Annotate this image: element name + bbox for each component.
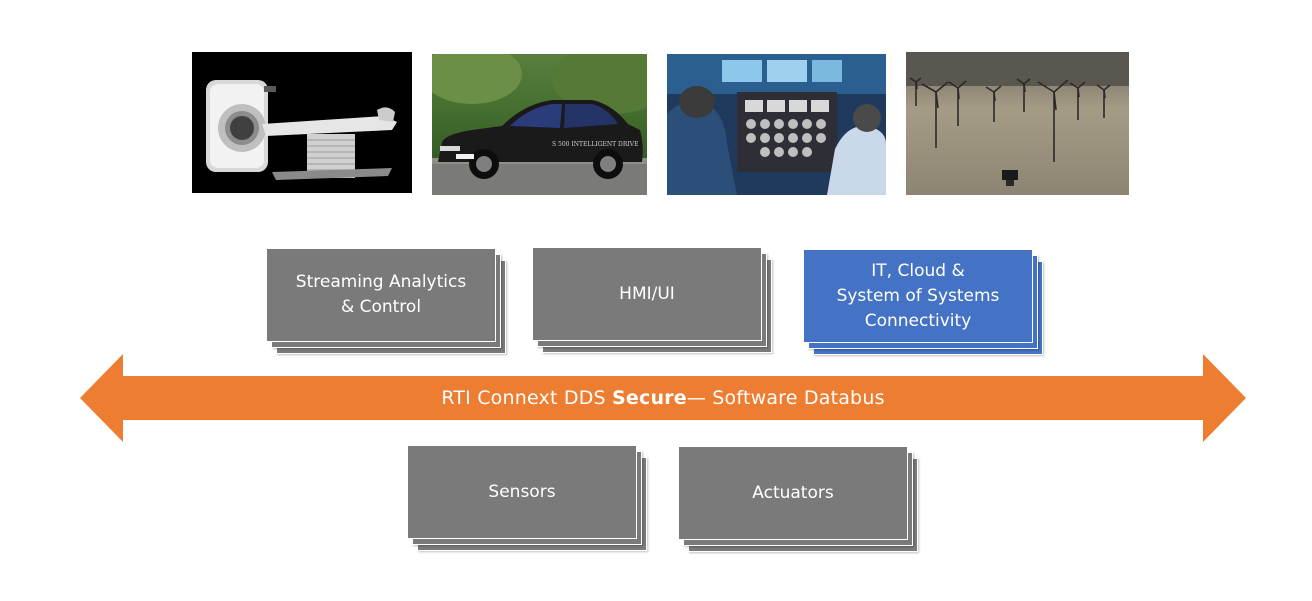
hmi-ui-box: HMI/UI — [532, 247, 774, 355]
cockpit-photo — [667, 54, 886, 195]
actuators-label: Actuators — [678, 446, 908, 540]
it-cloud-label: IT, Cloud & System of Systems Connectivi… — [803, 249, 1033, 343]
databus-label-suffix: — Software Databus — [686, 387, 885, 409]
it-cloud-box: IT, Cloud & System of Systems Connectivi… — [803, 249, 1045, 357]
streaming-analytics-label: Streaming Analytics & Control — [266, 248, 496, 342]
sensors-box: Sensors — [407, 445, 649, 553]
wind-farm-photo — [906, 52, 1129, 195]
actuators-box: Actuators — [678, 446, 920, 554]
databus-label-bold: Secure — [612, 387, 687, 409]
hmi-ui-label: HMI/UI — [532, 247, 762, 341]
streaming-analytics-box: Streaming Analytics & Control — [266, 248, 508, 356]
mri-scanner-photo — [192, 52, 412, 193]
databus-label: RTI Connext DDS Secure— Software Databus — [80, 354, 1246, 442]
sensors-label: Sensors — [407, 445, 637, 539]
car-side-text: S 500 INTELLIGENT DRIVE — [552, 141, 638, 148]
car-photo: S 500 INTELLIGENT DRIVE — [432, 54, 647, 195]
databus-label-prefix: RTI Connext DDS — [441, 387, 613, 409]
databus-arrow — [80, 354, 1246, 442]
